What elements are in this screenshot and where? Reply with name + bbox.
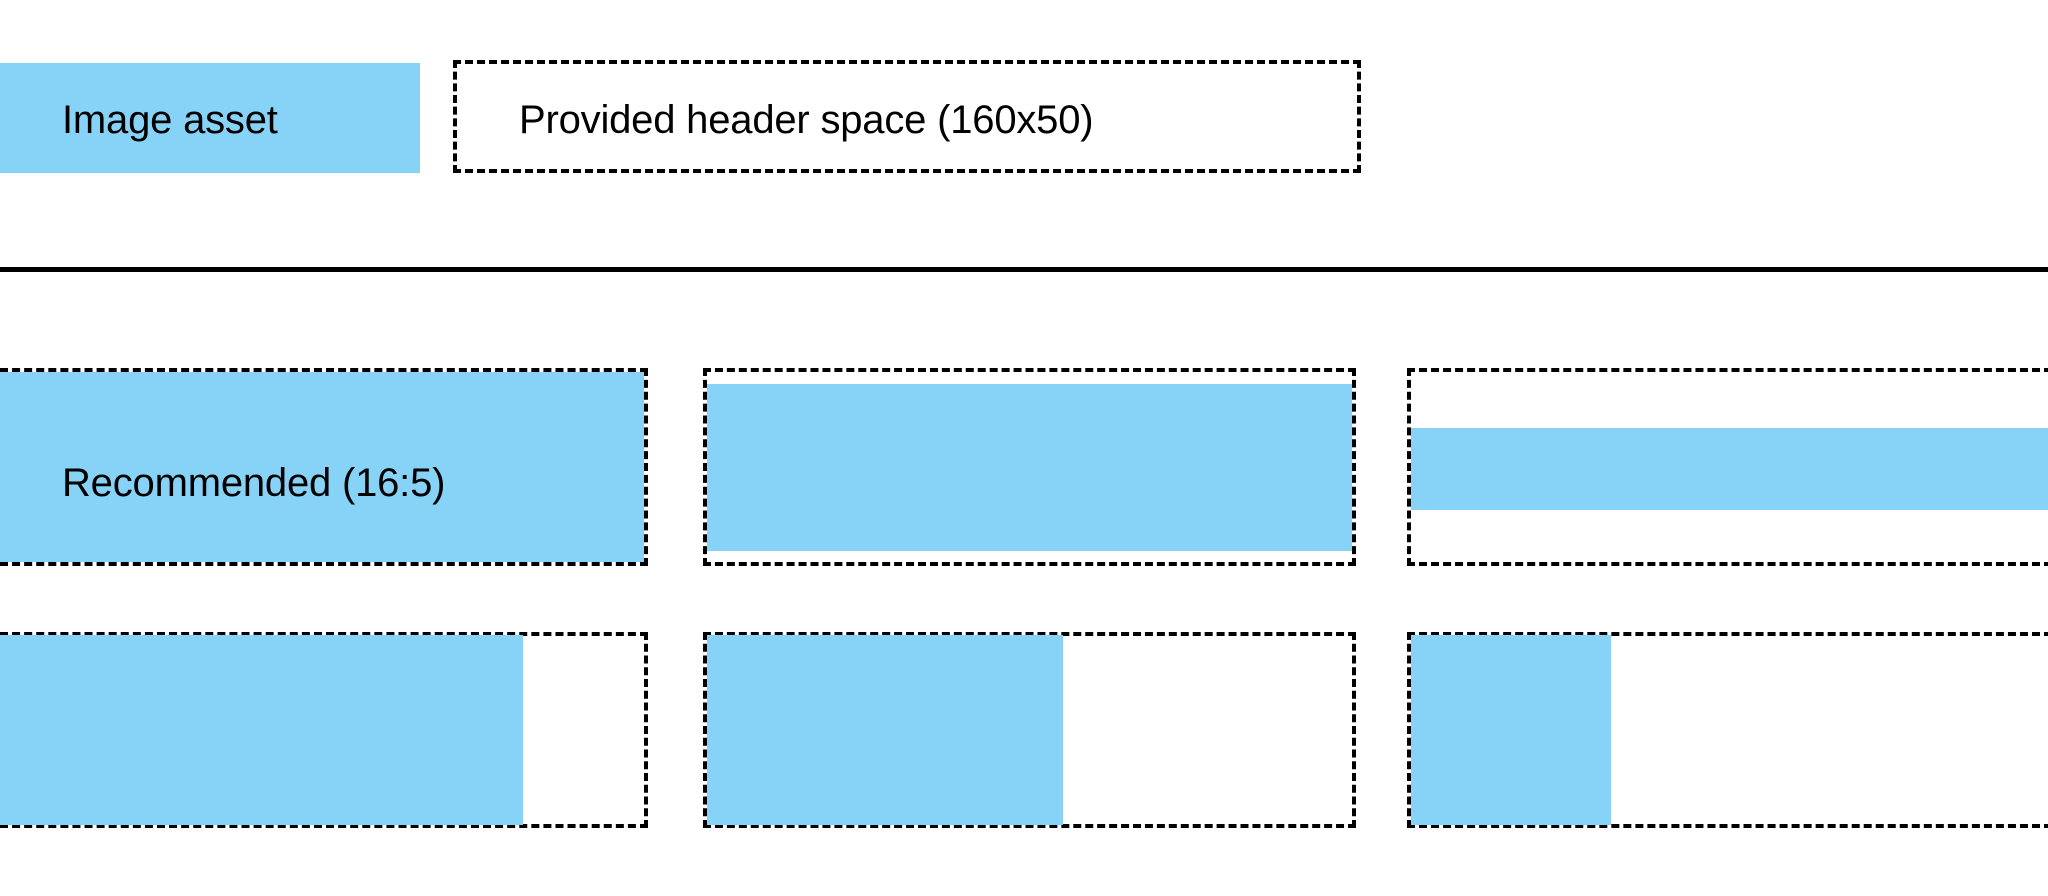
example-fill-row2-col1	[0, 635, 523, 825]
image-asset-label: Image asset	[62, 98, 278, 142]
recommended-label: Recommended (16:5)	[62, 461, 446, 505]
example-box-row1-col3	[1407, 368, 2048, 566]
example-fill-row1-col3	[1411, 428, 2048, 510]
provided-header-space-box	[453, 60, 1361, 173]
provided-header-space-label: Provided header space (160x50)	[519, 98, 1094, 142]
image-asset-swatch	[0, 63, 420, 173]
example-fill-row1-col2	[707, 384, 1352, 551]
example-fill-row2-col2	[707, 635, 1063, 825]
example-fill-row2-col3	[1411, 635, 1611, 825]
example-box-row2-col2	[703, 632, 1356, 828]
example-fill-row1-col1	[0, 372, 644, 562]
example-box-row2-col3	[1407, 632, 2048, 828]
example-box-row1-col2	[703, 368, 1356, 566]
section-divider	[0, 267, 2048, 272]
